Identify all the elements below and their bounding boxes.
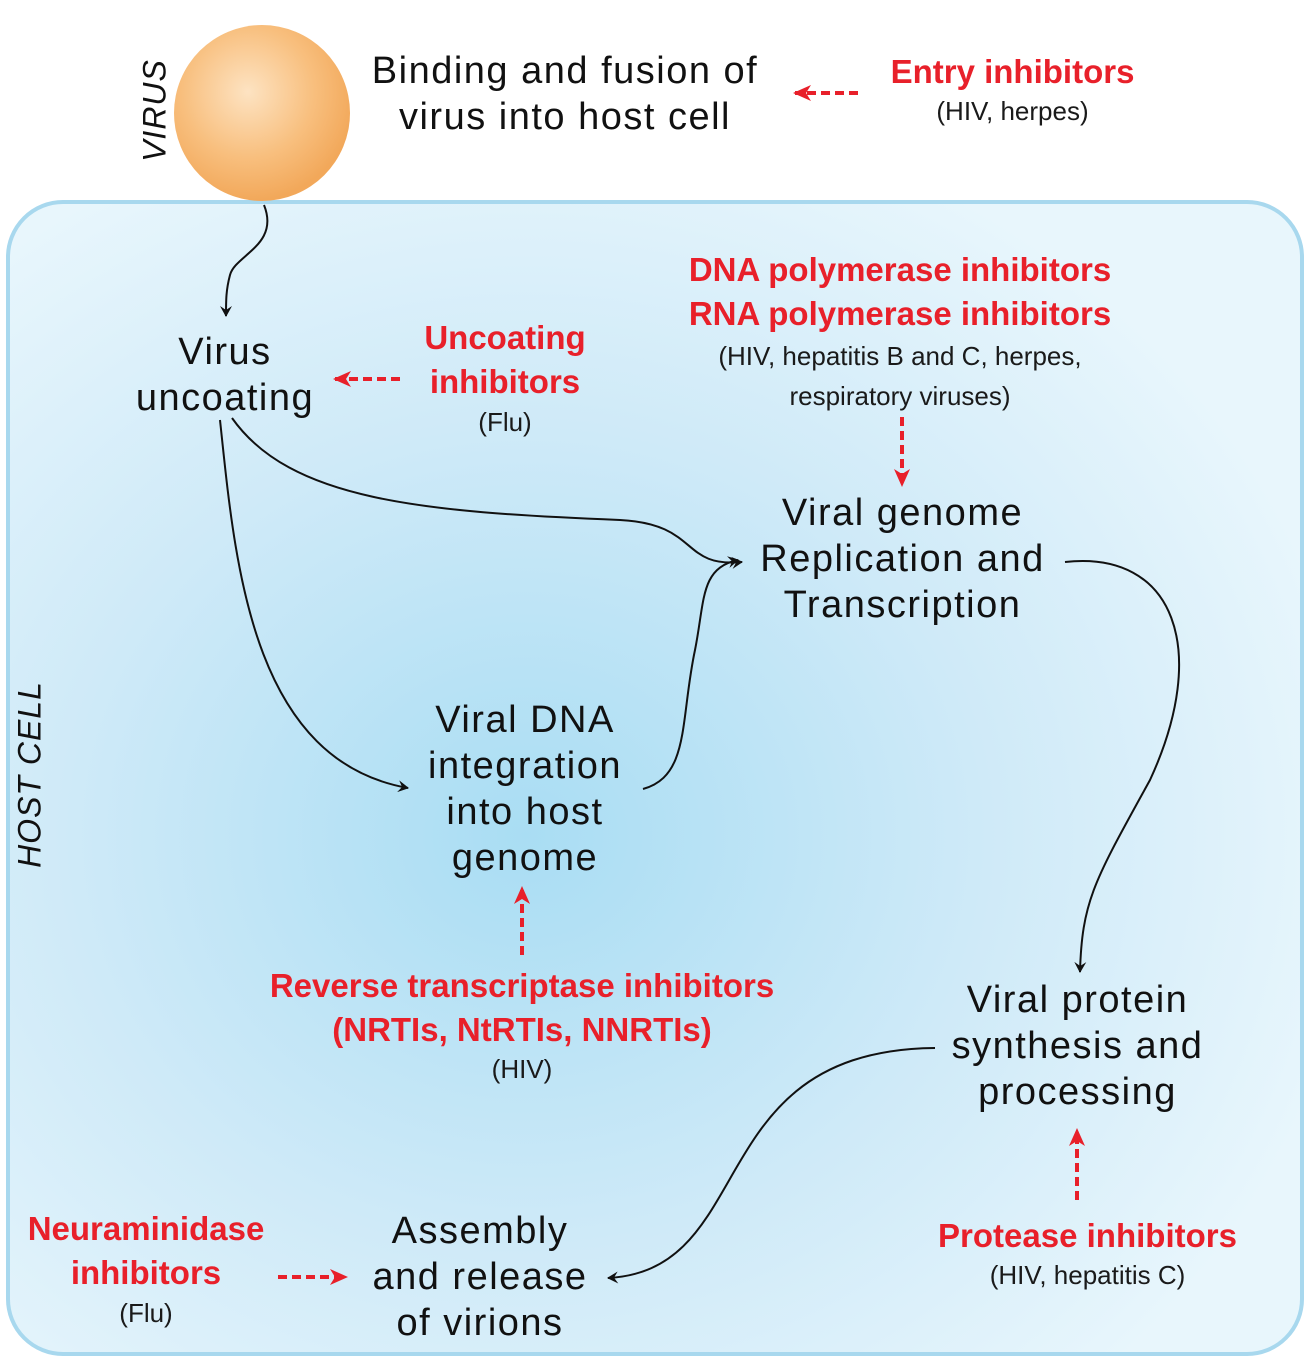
inhibitor-neuraminidase: Neuraminidase inhibitors (Flu) bbox=[10, 1207, 282, 1331]
step-binding-line: Binding and fusion of bbox=[371, 50, 759, 92]
step-integration: Viral DNA integration into host genome bbox=[405, 697, 645, 881]
step-replication-line: Transcription bbox=[783, 584, 1022, 626]
step-replication: Viral genome Replication and Transcripti… bbox=[735, 490, 1070, 628]
arrow-replication-to-protein bbox=[1064, 560, 1181, 973]
step-integration-line: integration bbox=[428, 745, 622, 787]
inhibitor-targets: (Flu) bbox=[119, 1298, 173, 1328]
inhibitor-targets: (Flu) bbox=[478, 407, 532, 437]
step-assembly-line: and release bbox=[372, 1256, 588, 1298]
step-binding: Binding and fusion of virus into host ce… bbox=[345, 48, 785, 140]
host-cell bbox=[6, 200, 1304, 1356]
step-protein-line: processing bbox=[978, 1071, 1177, 1113]
inhibitor-name: Neuraminidase bbox=[27, 1210, 265, 1247]
inhibitor-name: DNA polymerase inhibitors bbox=[688, 251, 1112, 288]
inhibitor-reverse-transcriptase: Reverse transcriptase inhibitors (NRTIs,… bbox=[232, 964, 812, 1086]
step-uncoating: Virus uncoating bbox=[110, 329, 340, 421]
arrow-uncoating-to-integration bbox=[219, 419, 409, 793]
inhibitor-targets: respiratory viruses) bbox=[789, 381, 1011, 411]
step-assembly-line: of virions bbox=[396, 1302, 564, 1344]
host-cell-label: HOST CELL bbox=[11, 681, 48, 868]
arrow-uncoating-to-replication bbox=[231, 417, 743, 569]
step-binding-line: virus into host cell bbox=[398, 96, 731, 138]
inhibitor-name: Entry inhibitors bbox=[890, 53, 1135, 90]
inhibitor-uncoating: Uncoating inhibitors (Flu) bbox=[400, 316, 610, 440]
step-replication-line: Replication and bbox=[760, 538, 1045, 580]
inhibitor-targets: (HIV, herpes) bbox=[936, 96, 1089, 126]
step-integration-line: genome bbox=[451, 837, 599, 879]
step-uncoating-line: uncoating bbox=[135, 377, 315, 419]
inhibitor-targets: (HIV, hepatitis B and C, herpes, bbox=[718, 341, 1082, 371]
inhibitor-targets: (HIV) bbox=[491, 1054, 553, 1084]
inhibitor-name: (NRTIs, NtRTIs, NNRTIs) bbox=[332, 1011, 712, 1048]
inhibitor-name: Protease inhibitors bbox=[938, 1217, 1237, 1254]
inhibitor-name: inhibitors bbox=[429, 363, 581, 400]
step-replication-line: Viral genome bbox=[781, 492, 1024, 534]
inhibitor-name: Reverse transcriptase inhibitors bbox=[269, 967, 775, 1004]
step-uncoating-line: Virus bbox=[178, 331, 272, 373]
step-integration-line: Viral DNA bbox=[435, 699, 615, 741]
inhibitor-name: inhibitors bbox=[70, 1254, 222, 1291]
inhibitor-protease: Protease inhibitors (HIV, hepatitis C) bbox=[915, 1214, 1260, 1292]
inhibitor-entry: Entry inhibitors (HIV, herpes) bbox=[860, 50, 1165, 128]
step-protein-line: synthesis and bbox=[951, 1025, 1204, 1067]
virus-label: VIRUS bbox=[136, 59, 173, 162]
inhibitor-name: RNA polymerase inhibitors bbox=[688, 295, 1112, 332]
step-assembly-line: Assembly bbox=[391, 1210, 569, 1252]
virus-particle bbox=[174, 25, 350, 201]
step-integration-line: into host bbox=[446, 791, 604, 833]
inhibitor-name: Uncoating bbox=[424, 319, 586, 356]
arrow-integration-to-replication bbox=[642, 556, 739, 790]
step-assembly: Assembly and release of virions bbox=[350, 1208, 610, 1346]
step-protein-line: Viral protein bbox=[966, 979, 1189, 1021]
arrow-virus-to-uncoating bbox=[220, 204, 269, 317]
inhibitor-targets: (HIV, hepatitis C) bbox=[989, 1260, 1186, 1290]
step-protein-synthesis: Viral protein synthesis and processing bbox=[925, 977, 1230, 1115]
inhibitor-polymerase: DNA polymerase inhibitors RNA polymerase… bbox=[650, 248, 1150, 416]
arrow-protein-to-assembly bbox=[607, 1047, 936, 1284]
